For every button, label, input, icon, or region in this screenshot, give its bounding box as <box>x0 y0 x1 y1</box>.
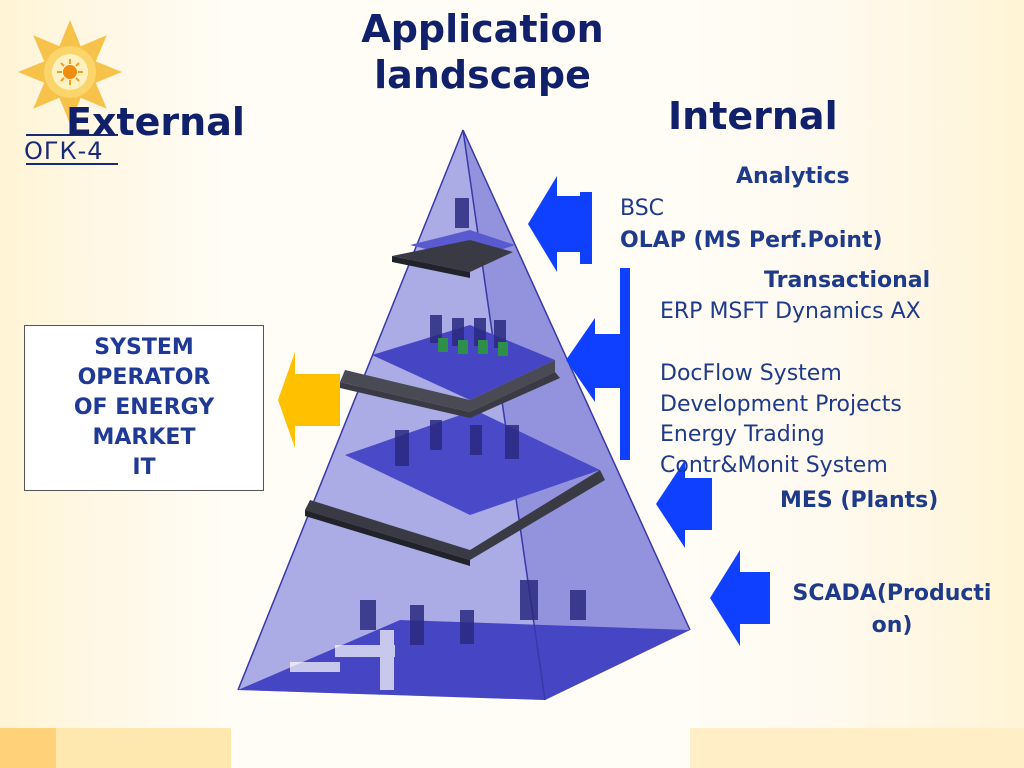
pyramid-right-face <box>463 130 690 700</box>
arrow-external <box>278 352 340 448</box>
logo-line-top <box>26 134 118 136</box>
scada-heading: SCADA(Producti on) <box>772 578 1012 642</box>
divider-slab <box>340 372 560 418</box>
mes-heading: MES (Plants) <box>780 488 939 513</box>
logo-text: ОГК-4 <box>24 137 104 165</box>
internal-heading: Internal <box>668 94 838 138</box>
external-box-line: MARKET <box>92 425 196 450</box>
transactional-item-contrmonit: Contr&Monit System <box>660 453 888 478</box>
divider-slab <box>392 240 513 272</box>
logo-sun-icon <box>18 20 122 124</box>
title-line-2: landscape <box>374 53 591 97</box>
floor-markings <box>290 630 395 690</box>
floor-transactional <box>372 325 555 400</box>
external-box-line: OPERATOR <box>77 365 211 390</box>
footer-band <box>56 728 231 768</box>
pyramid-base-floor <box>238 620 690 700</box>
arrow-analytics <box>528 176 592 272</box>
logo-line-bottom <box>26 163 118 165</box>
transactional-item-projects: Development Projects <box>660 392 902 417</box>
transactional-item-docflow: DocFlow System <box>660 361 842 386</box>
footer-band <box>690 728 1024 768</box>
external-system-box: SYSTEM OPERATOR OF ENERGY MARKET IT <box>24 325 264 491</box>
external-box-line: SYSTEM <box>94 335 194 360</box>
page-title: Application landscape <box>340 6 625 98</box>
background-right <box>684 0 1024 768</box>
analytics-item-olap: OLAP (MS Perf.Point) <box>620 228 883 253</box>
divider-slab <box>305 470 605 560</box>
green-chairs <box>438 338 508 356</box>
external-box-line: OF ENERGY <box>73 395 215 420</box>
pyramid <box>237 129 691 701</box>
transactional-heading: Transactional <box>764 268 931 293</box>
arrow-mes <box>656 460 712 548</box>
scada-line: on) <box>871 613 913 638</box>
external-heading: External <box>66 100 245 144</box>
analytics-item-bsc: BSC <box>620 196 665 221</box>
footer-band <box>0 728 56 768</box>
arrow-transactional <box>566 268 630 460</box>
title-line-1: Application <box>361 7 604 51</box>
workstation-figures <box>360 198 586 645</box>
external-box-line: IT <box>132 455 156 480</box>
arrow-scada <box>710 550 770 646</box>
transactional-item-trading: Energy Trading <box>660 422 825 447</box>
analytics-heading: Analytics <box>736 164 850 189</box>
scada-line: SCADA(Producti <box>792 581 992 606</box>
transactional-item-erp: ERP MSFT Dynamics AX <box>660 299 921 324</box>
